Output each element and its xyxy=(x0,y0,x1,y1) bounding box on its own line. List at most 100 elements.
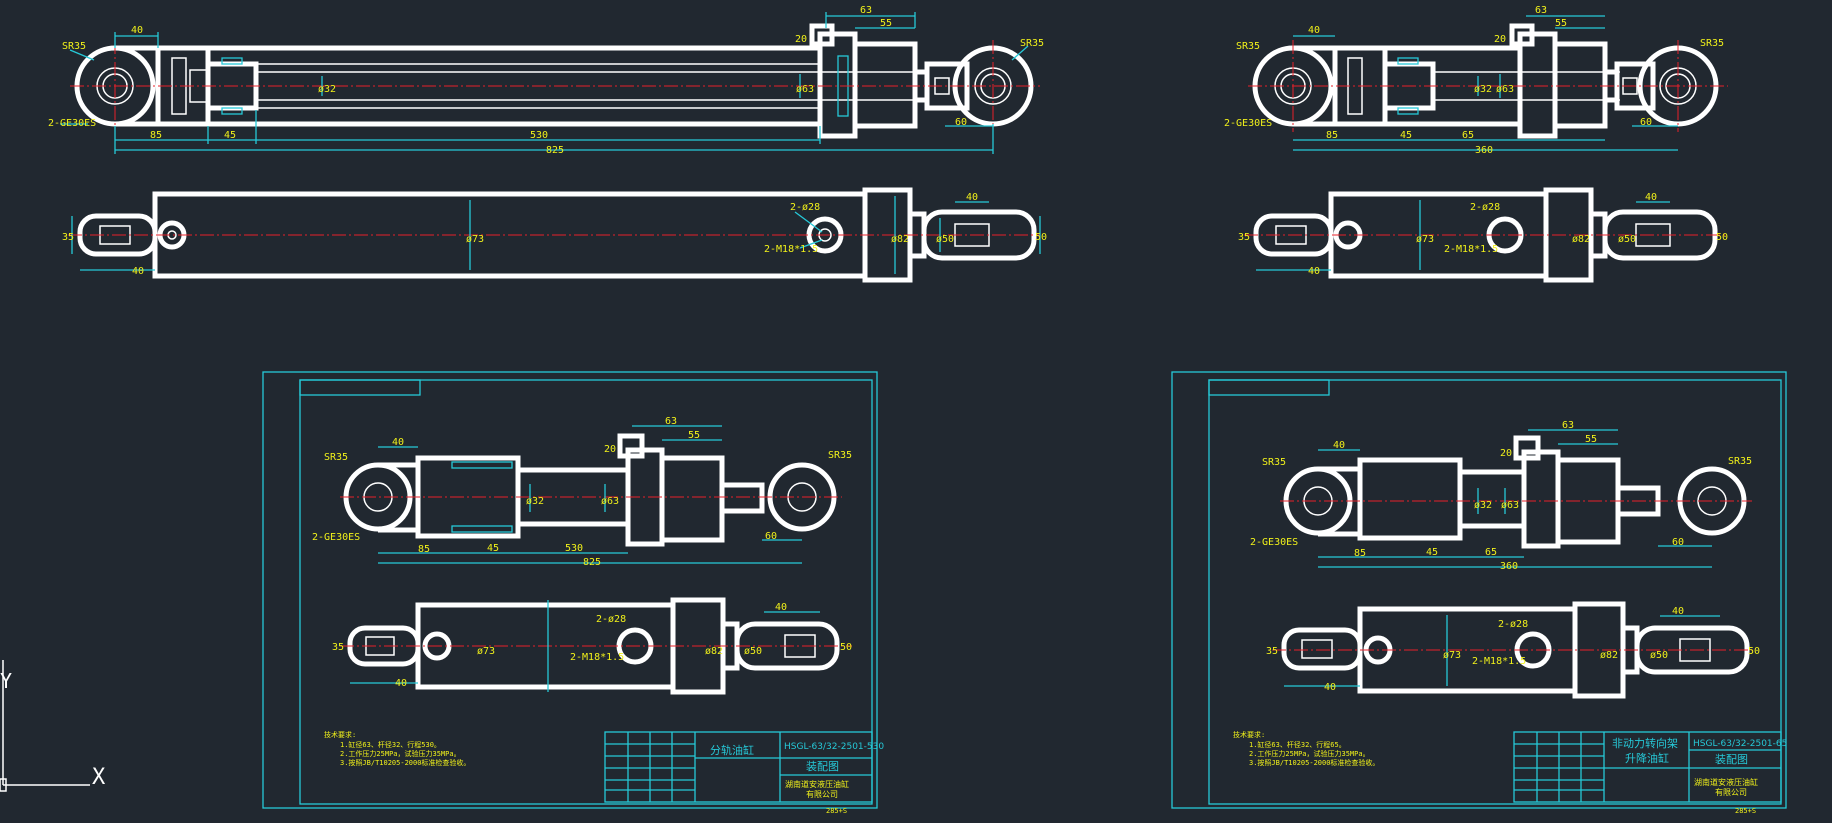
s2-part-name-1: 非动力转向架 xyxy=(1612,736,1678,750)
label-thread-r: 2-M18*1.5 xyxy=(1444,244,1498,255)
s2-label-sr-left: SR35 xyxy=(1262,457,1286,468)
s1-dim-dia32: ø32 xyxy=(526,496,544,507)
left-cylinder-section: 40 63 55 20 85 45 530 825 60 ø32 ø63 SR3… xyxy=(48,5,1044,156)
s1-dim-40b: 40 xyxy=(395,678,407,689)
s1-dim-dia50: ø50 xyxy=(744,646,762,657)
dim-dia82-r: ø82 xyxy=(1572,234,1590,245)
s2-company-1: 湖南道安液压油缸 xyxy=(1694,777,1758,787)
s1-dim-60: 60 xyxy=(765,531,777,542)
s1-part-name: 分轨油缸 xyxy=(710,743,754,757)
s2-label-sr-right: SR35 xyxy=(1728,456,1752,467)
dim-20: 20 xyxy=(795,34,807,45)
s1-dim-35: 35 xyxy=(332,642,344,653)
dim-dia63: ø63 xyxy=(796,84,814,95)
dim-530: 530 xyxy=(530,130,548,141)
label-hole-r: 2-ø28 xyxy=(1470,202,1500,213)
s1-label-thread: 2-M18*1.5 xyxy=(570,652,624,663)
s2-dim-360: 360 xyxy=(1500,561,1518,572)
sheet-right[interactable]: 40 63 55 20 85 45 65 360 60 ø32 ø63 SR35… xyxy=(1171,371,1787,815)
dim-35-r: 35 xyxy=(1238,232,1250,243)
dim-40b-r: 40 xyxy=(1308,266,1320,277)
dim-63-r: 63 xyxy=(1535,5,1547,16)
s1-drawing-code: HSGL-63/32-2501-530 xyxy=(784,742,884,752)
dim-55-r: 55 xyxy=(1555,18,1567,29)
dim-60-r: 60 xyxy=(1640,117,1652,128)
label-bearing: 2-GE30ES xyxy=(48,118,96,129)
dim-dia73-r: ø73 xyxy=(1416,234,1434,245)
s1-dim-40c: 40 xyxy=(775,602,787,613)
s1-dim-dia73: ø73 xyxy=(477,646,495,657)
s1-dim-825: 825 xyxy=(583,557,601,568)
dim-45: 45 xyxy=(224,130,236,141)
s1-notes-title: 技术要求: xyxy=(324,730,356,739)
right-cylinder-plan: 40 40 35 50 ø73 ø82 ø50 2-ø28 2-M18*1.5 xyxy=(1238,187,1728,283)
label-sr-right-r: SR35 xyxy=(1700,38,1724,49)
dim-55: 55 xyxy=(880,18,892,29)
dim-40c: 40 xyxy=(966,192,978,203)
dim-dia82: ø82 xyxy=(891,234,909,245)
ucs-y-label: Y xyxy=(0,669,12,693)
s1-dim-dia82: ø82 xyxy=(705,646,723,657)
s2-note-2: 2.工作压力25MPa，试验压力35MPa。 xyxy=(1249,749,1370,758)
dim-50-r: 50 xyxy=(1716,232,1728,243)
ucs-icon: Y X xyxy=(0,660,106,792)
s2-dim-65: 65 xyxy=(1485,547,1497,558)
right-cylinder-section: 40 63 55 20 85 45 65 360 60 ø32 ø63 SR35… xyxy=(1224,5,1728,156)
s2-dim-85: 85 xyxy=(1354,548,1366,559)
s1-dim-20: 20 xyxy=(604,444,616,455)
dim-60: 60 xyxy=(955,117,967,128)
left-cylinder-plan: 40 40 35 50 ø73 ø82 ø50 2-ø28 2-M18*1.5 xyxy=(62,187,1047,283)
s2-dim-35: 35 xyxy=(1266,646,1278,657)
sheet-left[interactable]: 40 63 55 20 85 45 530 825 60 ø32 ø63 SR3… xyxy=(262,371,884,815)
s2-dim-40c: 40 xyxy=(1672,606,1684,617)
s2-dim-55: 55 xyxy=(1585,434,1597,445)
dim-40-r: 40 xyxy=(1308,25,1320,36)
s2-dim-40: 40 xyxy=(1333,440,1345,451)
s2-label-thread: 2-M18*1.5 xyxy=(1472,656,1526,667)
dim-85-r: 85 xyxy=(1326,130,1338,141)
s2-dim-63: 63 xyxy=(1562,420,1574,431)
s1-dim-dia63: ø63 xyxy=(601,496,619,507)
label-bearing-r: 2-GE30ES xyxy=(1224,118,1272,129)
ucs-x-label: X xyxy=(92,765,106,790)
s2-dim-dia73: ø73 xyxy=(1443,650,1461,661)
s2-dim-60: 60 xyxy=(1672,537,1684,548)
s2-dim-dia63: ø63 xyxy=(1501,500,1519,511)
s2-note-1: 1.缸径63、杆径32、行程65。 xyxy=(1249,740,1346,749)
s1-dim-40: 40 xyxy=(392,437,404,448)
dim-20-r: 20 xyxy=(1494,34,1506,45)
s2-dim-40b: 40 xyxy=(1324,682,1336,693)
dim-85: 85 xyxy=(150,130,162,141)
s1-dim-45: 45 xyxy=(487,543,499,554)
dim-63: 63 xyxy=(860,5,872,16)
s1-note-3: 3.按照JB/T10205-2000标准检查验收。 xyxy=(340,758,470,767)
dim-dia73: ø73 xyxy=(466,234,484,245)
label-sr-left: SR35 xyxy=(62,41,86,52)
s2-note-3: 3.按照JB/T10205-2000标准检查验收。 xyxy=(1249,758,1379,767)
s2-dim-50: 50 xyxy=(1748,646,1760,657)
s2-dim-dia50: ø50 xyxy=(1650,650,1668,661)
dim-65-r: 65 xyxy=(1462,130,1474,141)
s1-label-sr-right: SR35 xyxy=(828,450,852,461)
s1-dim-85: 85 xyxy=(418,544,430,555)
s1-company-2: 有限公司 xyxy=(806,789,838,799)
s1-label-hole: 2-ø28 xyxy=(596,614,626,625)
s1-label-sr-left: SR35 xyxy=(324,452,348,463)
s2-part-name-2: 升降油缸 xyxy=(1625,751,1669,765)
label-sr-right: SR35 xyxy=(1020,38,1044,49)
s2-company-2: 有限公司 xyxy=(1715,787,1747,797)
dim-dia32-r: ø32 xyxy=(1474,84,1492,95)
s2-sheet-no: 285+S xyxy=(1735,807,1756,815)
dim-360-r: 360 xyxy=(1475,145,1493,156)
label-sr-left-r: SR35 xyxy=(1236,41,1260,52)
s1-dim-55: 55 xyxy=(688,430,700,441)
dim-40c-r: 40 xyxy=(1645,192,1657,203)
dim-825: 825 xyxy=(546,145,564,156)
dim-40: 40 xyxy=(131,25,143,36)
s2-dim-45: 45 xyxy=(1426,547,1438,558)
dim-40b: 40 xyxy=(132,266,144,277)
s1-note-1: 1.缸径63、杆径32、行程530。 xyxy=(340,740,441,749)
s2-label-bearing: 2-GE30ES xyxy=(1250,537,1298,548)
s1-company-1: 湖南道安液压油缸 xyxy=(785,779,849,789)
